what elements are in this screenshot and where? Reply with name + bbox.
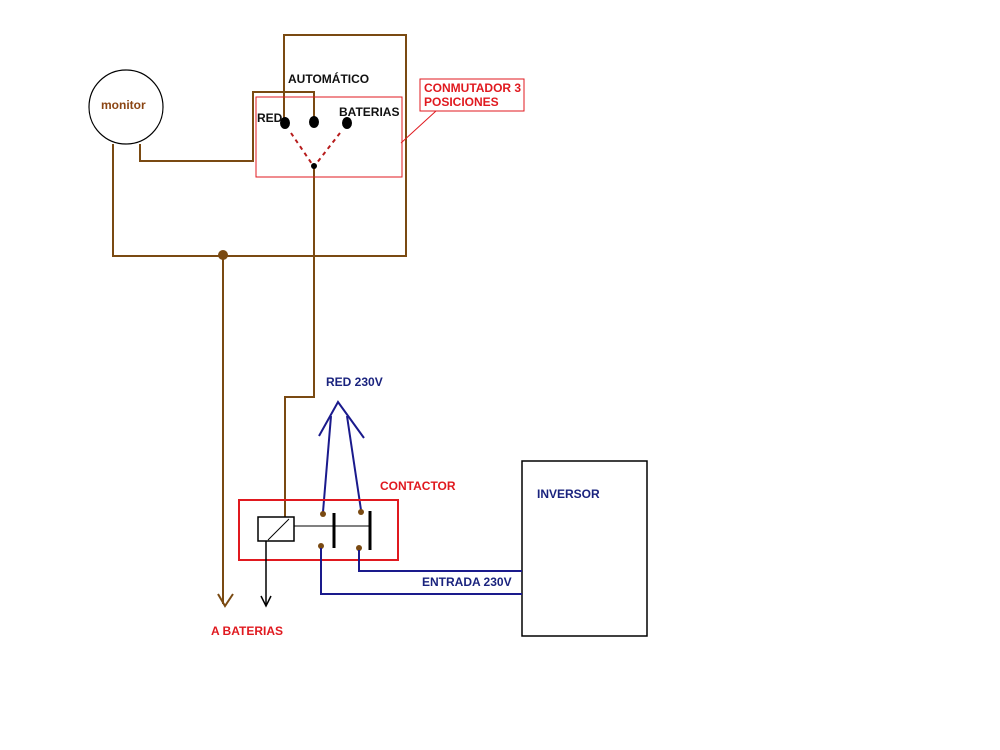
inversor: INVERSOR (521, 460, 648, 637)
automatico-label: AUTOMÁTICO (288, 71, 369, 86)
contact-terminal-bottom-left (318, 543, 324, 549)
three-position-switch: AUTOMÁTICO RED BATERIAS (255, 71, 403, 178)
contact-terminal-bottom-right (356, 545, 362, 551)
junction-node (218, 250, 228, 260)
red-230v-arrow (318, 400, 365, 439)
entrada-230v-label: ENTRADA 230V (422, 575, 512, 589)
switch-common-point (311, 163, 317, 169)
monitor-circle (88, 69, 164, 145)
switch-box (255, 96, 403, 178)
conmutador-callout-box (419, 78, 525, 112)
inversor-wiring: ENTRADA 230V (320, 548, 522, 595)
red-230v-input: RED 230V (318, 375, 383, 513)
conmutador-label-line2: POSICIONES (424, 95, 499, 109)
switch-contact-red (280, 117, 290, 129)
switch-dashed-left (290, 132, 313, 165)
arrow-to-baterias (217, 593, 234, 608)
contactor-label: CONTACTOR (380, 479, 456, 493)
wire-red-230v-right (346, 415, 362, 511)
switch-contact-auto (309, 116, 319, 128)
contactor: CONTACTOR (238, 479, 456, 608)
red-230v-label: RED 230V (326, 375, 383, 389)
conmutador-label-line1: CONMUTADOR 3 (424, 81, 521, 95)
switch-dashed-right (315, 132, 341, 165)
monitor-label: monitor (101, 98, 146, 112)
coil-ground-arrow (260, 595, 272, 608)
wire-switch-common-to-coil (284, 168, 315, 517)
contactor-box (238, 499, 399, 561)
baterias-label: BATERIAS (339, 105, 399, 119)
wire-red-contact-up (283, 34, 407, 257)
contactor-coil (257, 516, 295, 542)
wire-inversor-lower (320, 548, 522, 595)
red-label: RED (257, 111, 283, 125)
wire-inversor-upper (358, 550, 522, 572)
wire-bus (112, 144, 292, 257)
inversor-box (521, 460, 648, 637)
switch-contact-baterias (342, 117, 352, 129)
contact-terminal-top-left (320, 511, 326, 517)
wire-red-230v-left (322, 415, 332, 513)
monitor-node: monitor (88, 69, 164, 145)
a-baterias-label: A BATERIAS (211, 624, 283, 638)
conmutador-callout: CONMUTADOR 3 POSICIONES (400, 78, 525, 144)
coil-diagonal (267, 518, 290, 541)
contact-terminal-top-right (358, 509, 364, 515)
control-wiring (112, 34, 407, 608)
conmutador-callout-pointer (400, 110, 437, 144)
inversor-label: INVERSOR (537, 487, 600, 501)
